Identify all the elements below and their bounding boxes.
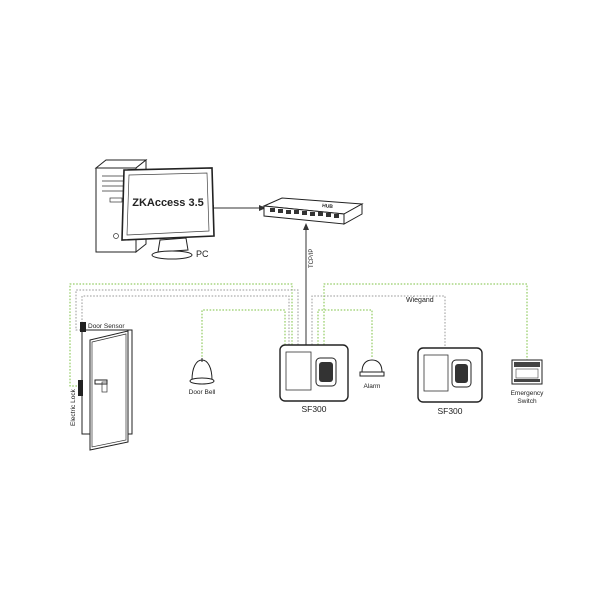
wire-alarm xyxy=(317,309,373,358)
tcpip-label: TCP/IP xyxy=(309,249,315,268)
wire-lock-green xyxy=(69,283,293,387)
emergency-label-line2: Switch xyxy=(517,398,537,405)
emergency-switch: Emergency Switch xyxy=(511,359,545,405)
wire-wiegand xyxy=(311,295,446,348)
hub-ports xyxy=(270,208,339,218)
door-sensor-label: Door Sensor xyxy=(88,323,125,330)
hub-label: HUB xyxy=(322,203,334,210)
alarm: Alarm xyxy=(359,359,385,390)
electric-lock-label: Electric Lock xyxy=(70,388,77,426)
pc-label: PC xyxy=(196,249,209,259)
doorbell-label: Door Bell xyxy=(189,389,216,396)
pc: ZKAccess 3.5 PC xyxy=(94,158,215,260)
alarm-icon xyxy=(361,359,383,373)
alarm-label: Alarm xyxy=(364,383,381,390)
sf300-terminal-2: SF300 xyxy=(417,347,483,416)
screen-icon xyxy=(285,351,312,391)
arrow-up-icon xyxy=(303,223,309,230)
door: Door Sensor Electric Lock xyxy=(70,322,133,451)
sf300-terminal-1: SF300 xyxy=(279,344,349,414)
wire-doorbell xyxy=(201,309,286,360)
wiegand-label: Wiegand xyxy=(406,297,434,304)
wire-emergency xyxy=(323,283,528,360)
pc-software-label: ZKAccess 3.5 xyxy=(132,197,204,209)
hub: HUB xyxy=(262,197,364,225)
bell-icon xyxy=(191,359,213,381)
wiring xyxy=(69,205,528,387)
sf300-label-1: SF300 xyxy=(301,404,326,414)
door-sensor-icon xyxy=(80,322,86,332)
screen-icon xyxy=(423,354,449,392)
arrow-right-icon xyxy=(259,205,266,211)
electric-lock-icon xyxy=(78,380,83,396)
emergency-label-line1: Emergency xyxy=(511,390,545,397)
doorbell: Door Bell xyxy=(189,358,216,396)
pc-monitor: ZKAccess 3.5 xyxy=(121,167,215,260)
sf300-label-2: SF300 xyxy=(437,406,462,416)
wire-lock-gray xyxy=(75,289,299,345)
wire-door-sensor xyxy=(81,295,290,345)
